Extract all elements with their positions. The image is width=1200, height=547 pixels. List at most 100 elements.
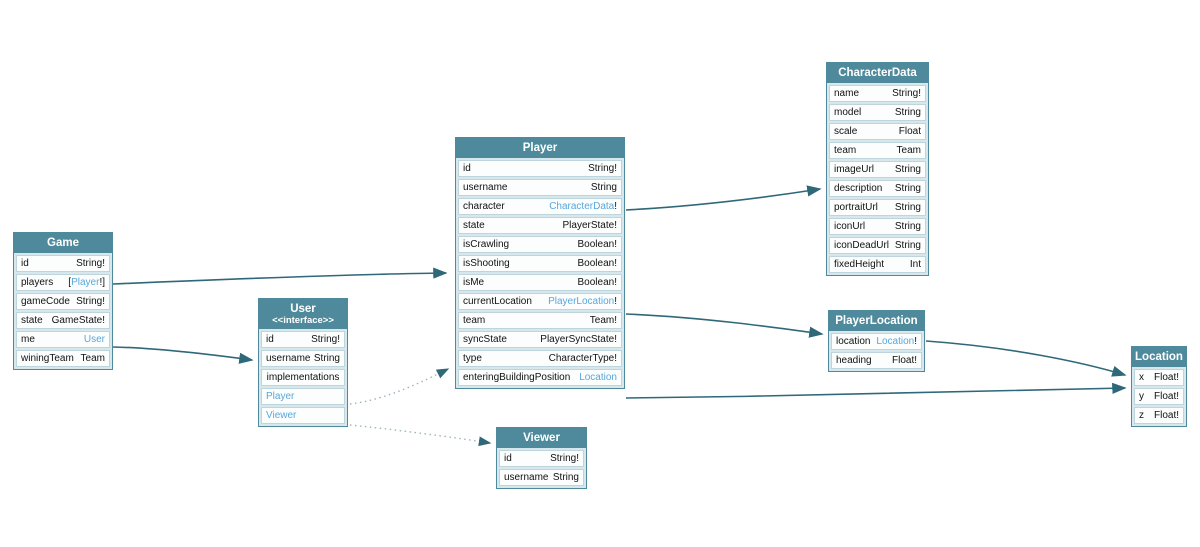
- field-row-player-character[interactable]: character CharacterData!: [458, 198, 622, 215]
- field-type: String: [590, 180, 617, 195]
- table-header-playerlocation[interactable]: PlayerLocation: [829, 311, 924, 331]
- field-name: z: [1139, 410, 1144, 421]
- field-name: username: [463, 182, 508, 193]
- edge-playerlocation-location-to-location: [925, 340, 1127, 377]
- field-name: state: [463, 220, 485, 231]
- type-text: String: [894, 202, 921, 213]
- field-row-game-state[interactable]: state GameState!: [16, 312, 110, 329]
- edge-player-currentlocation-to-playerlocation: [625, 313, 824, 338]
- implementation-link-viewer[interactable]: Viewer: [261, 407, 345, 424]
- field-row-game-players[interactable]: players[Player!]: [16, 274, 110, 291]
- field-row-player-state[interactable]: state PlayerState!: [458, 217, 622, 234]
- type-text: Float!: [1153, 410, 1179, 421]
- field-name: character: [463, 201, 505, 212]
- type-link[interactable]: Location: [876, 336, 915, 347]
- type-text: String: [552, 472, 579, 483]
- type-link[interactable]: Player: [71, 277, 100, 288]
- field-type: String: [895, 219, 921, 234]
- field-row-characterdata-iconDeadUrl[interactable]: iconDeadUrl String: [829, 237, 926, 254]
- field-type: User: [83, 332, 105, 347]
- field-type: String: [313, 351, 340, 366]
- field-type: String: [895, 238, 921, 253]
- field-row-game-winingTeam[interactable]: winingTeam Team: [16, 350, 110, 367]
- type-text: !: [614, 201, 617, 212]
- field-type: Boolean!: [578, 275, 617, 290]
- table-header-location[interactable]: Location: [1132, 347, 1186, 367]
- type-text: Boolean!: [577, 258, 617, 269]
- table-header-player[interactable]: Player: [456, 138, 624, 158]
- type-text: PlayerSyncState!: [540, 334, 617, 345]
- field-type: Float!: [1154, 370, 1179, 385]
- type-text: String: [894, 164, 921, 175]
- field-name: iconDeadUrl: [834, 240, 890, 251]
- type-text: CharacterType!: [548, 353, 617, 364]
- type-link[interactable]: CharacterData: [549, 201, 615, 212]
- type-text: GameState!: [51, 315, 105, 326]
- table-header-user[interactable]: User<<interface>>: [259, 299, 347, 329]
- field-row-player-username[interactable]: username String: [458, 179, 622, 196]
- table-header-game[interactable]: Game: [14, 233, 112, 253]
- table-title: Location: [1135, 351, 1183, 363]
- table-header-viewer[interactable]: Viewer: [497, 428, 586, 448]
- type-link[interactable]: Location: [579, 372, 617, 383]
- edge-game-players-to-player: [112, 267, 448, 285]
- field-type: Float!: [892, 353, 917, 368]
- type-text: Team!: [589, 315, 617, 326]
- type-text: String: [313, 353, 340, 364]
- section-label-implementations: implementations: [261, 369, 345, 386]
- table-title: User: [290, 303, 316, 315]
- field-name: winingTeam: [21, 353, 74, 364]
- field-type: String!: [588, 161, 617, 176]
- type-text: PlayerState!: [562, 220, 617, 231]
- field-type: Float: [899, 124, 921, 139]
- type-text: String: [894, 107, 921, 118]
- field-name: state: [21, 315, 43, 326]
- type-text: String: [590, 182, 617, 193]
- field-row-location-z[interactable]: z Float!: [1134, 407, 1184, 424]
- table-header-characterdata[interactable]: CharacterData: [827, 63, 928, 83]
- type-text: !: [914, 336, 917, 347]
- type-link[interactable]: PlayerLocation: [548, 296, 615, 307]
- type-link[interactable]: User: [83, 334, 105, 345]
- field-name: id: [266, 334, 274, 345]
- type-text: Team: [80, 353, 105, 364]
- implementation-link-player[interactable]: Player: [261, 388, 345, 405]
